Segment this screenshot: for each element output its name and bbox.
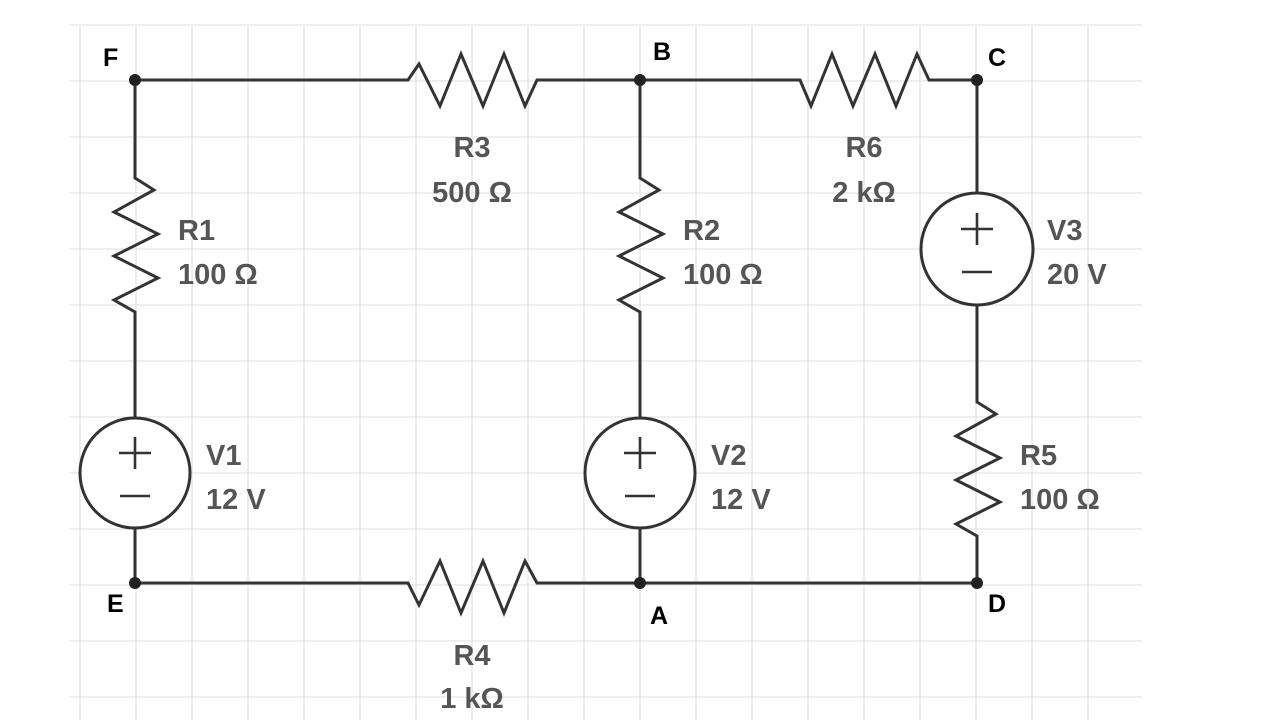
node-label-a: A — [650, 602, 668, 630]
voltage-source-v1-circle — [78, 416, 192, 530]
junctions — [129, 74, 983, 589]
v2-name: V2 — [711, 440, 746, 472]
voltage-source-v3 — [919, 191, 1035, 307]
background-grid — [70, 24, 1142, 720]
plus-icon — [119, 437, 151, 469]
r4-value: 1 kΩ — [440, 683, 504, 715]
r1-name: R1 — [178, 215, 215, 247]
v3-value: 20 V — [1047, 259, 1107, 291]
node-label-d: D — [988, 590, 1006, 618]
wires — [133, 78, 979, 585]
junction-f — [129, 74, 141, 86]
plus-icon — [961, 213, 993, 245]
voltage-source-v2 — [583, 416, 697, 530]
r6-value: 2 kΩ — [832, 177, 896, 209]
r2-value: 100 Ω — [683, 259, 763, 291]
resistor-r6-zigzag — [798, 49, 931, 111]
junction-a — [634, 577, 646, 589]
resistor-r2 — [615, 176, 667, 314]
plus-icon — [624, 437, 656, 469]
r5-name: R5 — [1020, 440, 1057, 472]
voltage-source-v3-circle — [919, 191, 1035, 307]
resistor-r5 — [952, 400, 1004, 538]
v1-name: V1 — [206, 440, 241, 472]
resistor-r6 — [798, 49, 931, 111]
node-label-e: E — [107, 590, 124, 618]
junction-c — [971, 74, 983, 86]
component-labels: R3 500 Ω R6 2 kΩ R1 100 Ω R2 100 Ω V3 20… — [178, 132, 1107, 715]
r1-value: 100 Ω — [178, 259, 258, 291]
resistor-r4-zigzag — [406, 557, 539, 618]
resistor-r5-zigzag — [952, 400, 1004, 538]
r3-value: 500 Ω — [432, 177, 512, 209]
junction-b — [634, 74, 646, 86]
resistor-r1-zigzag — [110, 176, 162, 314]
resistor-r3 — [406, 49, 539, 110]
node-label-f: F — [103, 44, 118, 72]
node-label-b: B — [653, 38, 671, 66]
resistor-r4 — [406, 557, 539, 618]
voltage-source-v2-circle — [583, 416, 697, 530]
r4-name: R4 — [453, 640, 490, 672]
r6-name: R6 — [845, 132, 882, 164]
v1-value: 12 V — [206, 484, 266, 516]
resistor-r3-zigzag — [406, 49, 539, 110]
resistor-r2-zigzag — [615, 176, 667, 314]
junction-e — [129, 577, 141, 589]
node-labels: F B C E A D — [103, 38, 1006, 630]
v2-value: 12 V — [711, 484, 771, 516]
resistor-r1 — [110, 176, 162, 314]
r2-name: R2 — [683, 215, 720, 247]
v3-name: V3 — [1047, 215, 1082, 247]
node-label-c: C — [988, 44, 1006, 72]
voltage-source-v1 — [78, 416, 192, 530]
r3-name: R3 — [453, 132, 490, 164]
r5-value: 100 Ω — [1020, 484, 1100, 516]
junction-d — [971, 577, 983, 589]
